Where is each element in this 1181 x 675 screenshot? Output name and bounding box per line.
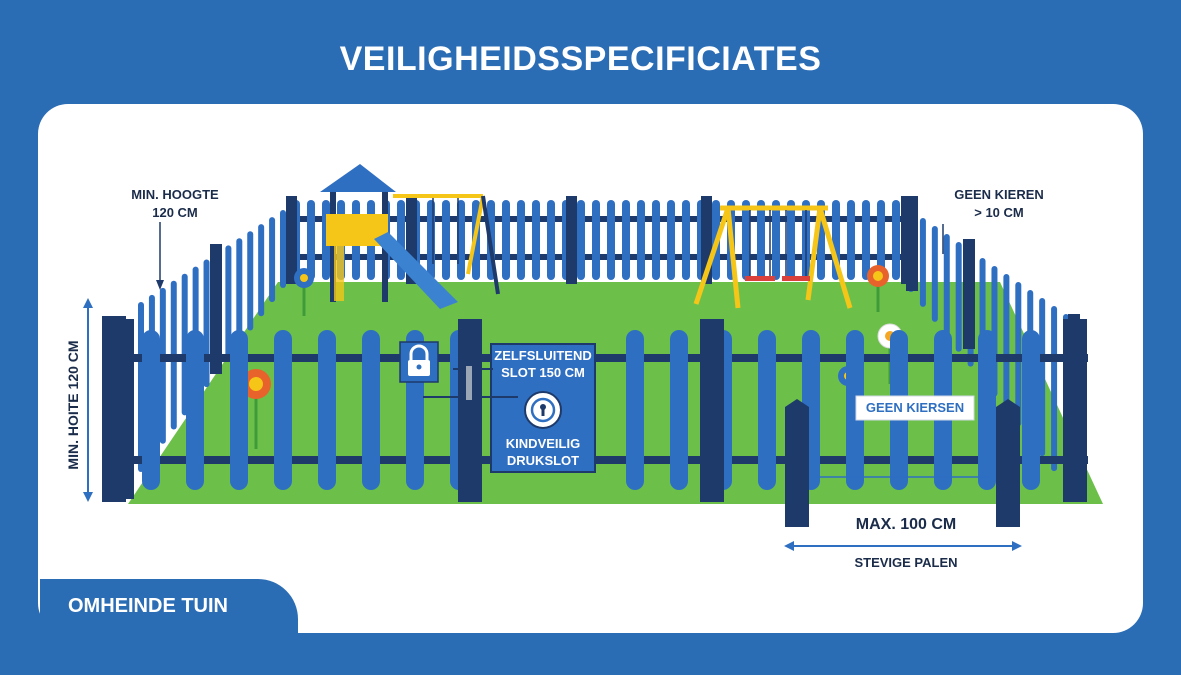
vertical-height-label: MIN. HOITE 120 CM: [65, 340, 81, 470]
right-fence-picket: [1051, 306, 1058, 472]
back-fence-picket: [742, 200, 750, 280]
no-gaps-badge-text: GEEN KIERSEN: [865, 400, 965, 415]
right-fence-picket: [919, 218, 926, 307]
back-fence-picket: [667, 200, 675, 280]
back-fence-picket: [517, 200, 525, 280]
childsafe-label-line1: KINDVEILIG: [505, 436, 581, 451]
front-fence-picket: [318, 330, 336, 490]
swing-set-left: [393, 194, 500, 295]
garden-tag: OMHEINDE TUIN: [40, 579, 298, 635]
page-title: VEILIGHEIDSSPECIFICIATES: [339, 40, 822, 78]
illustration-card: MIN. HOOGTE 120 CM GEEN KIEREN > 10 CM M…: [38, 104, 1143, 633]
front-fence-picket: [626, 330, 644, 490]
self-closing-label-line1: ZELFSLUITEND: [494, 348, 592, 363]
right-fence-post: [963, 239, 975, 349]
back-fence-post: [566, 196, 577, 284]
front-fence-picket: [186, 330, 204, 490]
left-fence-picket: [203, 259, 210, 388]
left-fence-picket: [159, 287, 166, 444]
right-fence-picket: [931, 226, 938, 322]
max-width-label: MAX. 100 CM: [855, 516, 957, 533]
back-fence-post: [286, 196, 297, 284]
right-fence-picket: [1003, 274, 1010, 412]
no-gaps-label: GEEN KIEREN > 10 CM: [944, 186, 1054, 222]
front-fence-picket: [274, 330, 292, 490]
front-fence-picket: [362, 330, 380, 490]
back-fence-picket: [682, 200, 690, 280]
back-fence-picket: [847, 200, 855, 280]
back-fence-picket: [547, 200, 555, 280]
front-fence-post: [700, 319, 724, 502]
left-fence-picket: [280, 210, 286, 288]
right-fence-post: [906, 196, 918, 291]
back-fence-picket: [577, 200, 585, 280]
back-fence-picket: [427, 200, 435, 280]
right-fence-picket: [1039, 298, 1046, 457]
min-height-label-line2: 120 CM: [152, 205, 198, 220]
self-closing-lock-label: ZELFSLUITEND SLOT 150 CM: [491, 347, 595, 381]
no-gaps-badge: [855, 395, 975, 421]
front-fence-picket: [670, 330, 688, 490]
front-fence-picket: [758, 330, 776, 490]
back-fence-picket: [637, 200, 645, 280]
front-fence-picket: [846, 330, 864, 490]
gate: [423, 343, 596, 473]
front-fence: [102, 316, 1088, 502]
no-gaps-label-line1: GEEN KIEREN: [954, 187, 1044, 202]
front-fence-picket: [978, 330, 996, 490]
sturdy-posts: [785, 399, 1020, 527]
min-height-label-line1: MIN. HOOGTE: [131, 187, 219, 202]
back-fence-picket: [592, 200, 600, 280]
back-fence-post: [701, 196, 712, 284]
back-fence-picket: [442, 200, 450, 280]
back-fence-picket: [307, 200, 315, 280]
self-closing-label-line2: SLOT 150 CM: [501, 365, 585, 380]
fenced-garden-illustration: [83, 164, 1103, 551]
sturdy-posts-label: STEVIGE PALEN: [854, 555, 958, 570]
front-fence-post: [458, 319, 482, 502]
back-fence-picket: [457, 200, 465, 280]
width-dimension-arrow: [784, 541, 1022, 551]
right-fence-picket: [955, 242, 962, 352]
childsafe-label-line2: DRUKSLOT: [506, 453, 580, 468]
front-fence-picket: [230, 330, 248, 490]
left-fence-picket: [258, 224, 265, 317]
left-fence-post: [210, 244, 222, 374]
back-fence-picket: [772, 200, 780, 280]
back-fence-picket: [622, 200, 630, 280]
no-gaps-label-line2: > 10 CM: [974, 205, 1024, 220]
garden-tag-text: OMHEINDE TUIN: [68, 595, 228, 617]
padlock-icon: [399, 341, 439, 383]
back-fence-post: [406, 196, 417, 284]
front-fence-post: [1063, 319, 1087, 502]
left-fence-picket: [225, 245, 232, 359]
back-fence-picket: [862, 200, 870, 280]
back-fence-picket: [532, 200, 540, 280]
right-fence-picket: [943, 234, 950, 337]
back-fence-picket: [877, 200, 885, 280]
front-fence-post: [102, 316, 126, 502]
back-fence-picket: [787, 200, 795, 280]
back-fence-picket: [652, 200, 660, 280]
min-height-label: MIN. HOOGTE 120 CM: [110, 186, 240, 222]
left-fence-picket: [247, 231, 254, 331]
playhouse: [320, 164, 458, 309]
front-fence-picket: [142, 330, 160, 490]
swing-set-right: [693, 205, 853, 309]
front-fence-picket: [1022, 330, 1040, 490]
back-fence-picket: [757, 200, 765, 280]
childsafe-lock-label: KINDVEILIG DRUKSLOT: [491, 435, 595, 469]
back-fence-picket: [502, 200, 510, 280]
back-fence-picket: [607, 200, 615, 280]
left-fence-picket: [269, 217, 276, 303]
back-fence-picket: [892, 200, 900, 280]
left-fence-picket: [236, 238, 243, 345]
height-dimension-arrow: [83, 298, 93, 502]
